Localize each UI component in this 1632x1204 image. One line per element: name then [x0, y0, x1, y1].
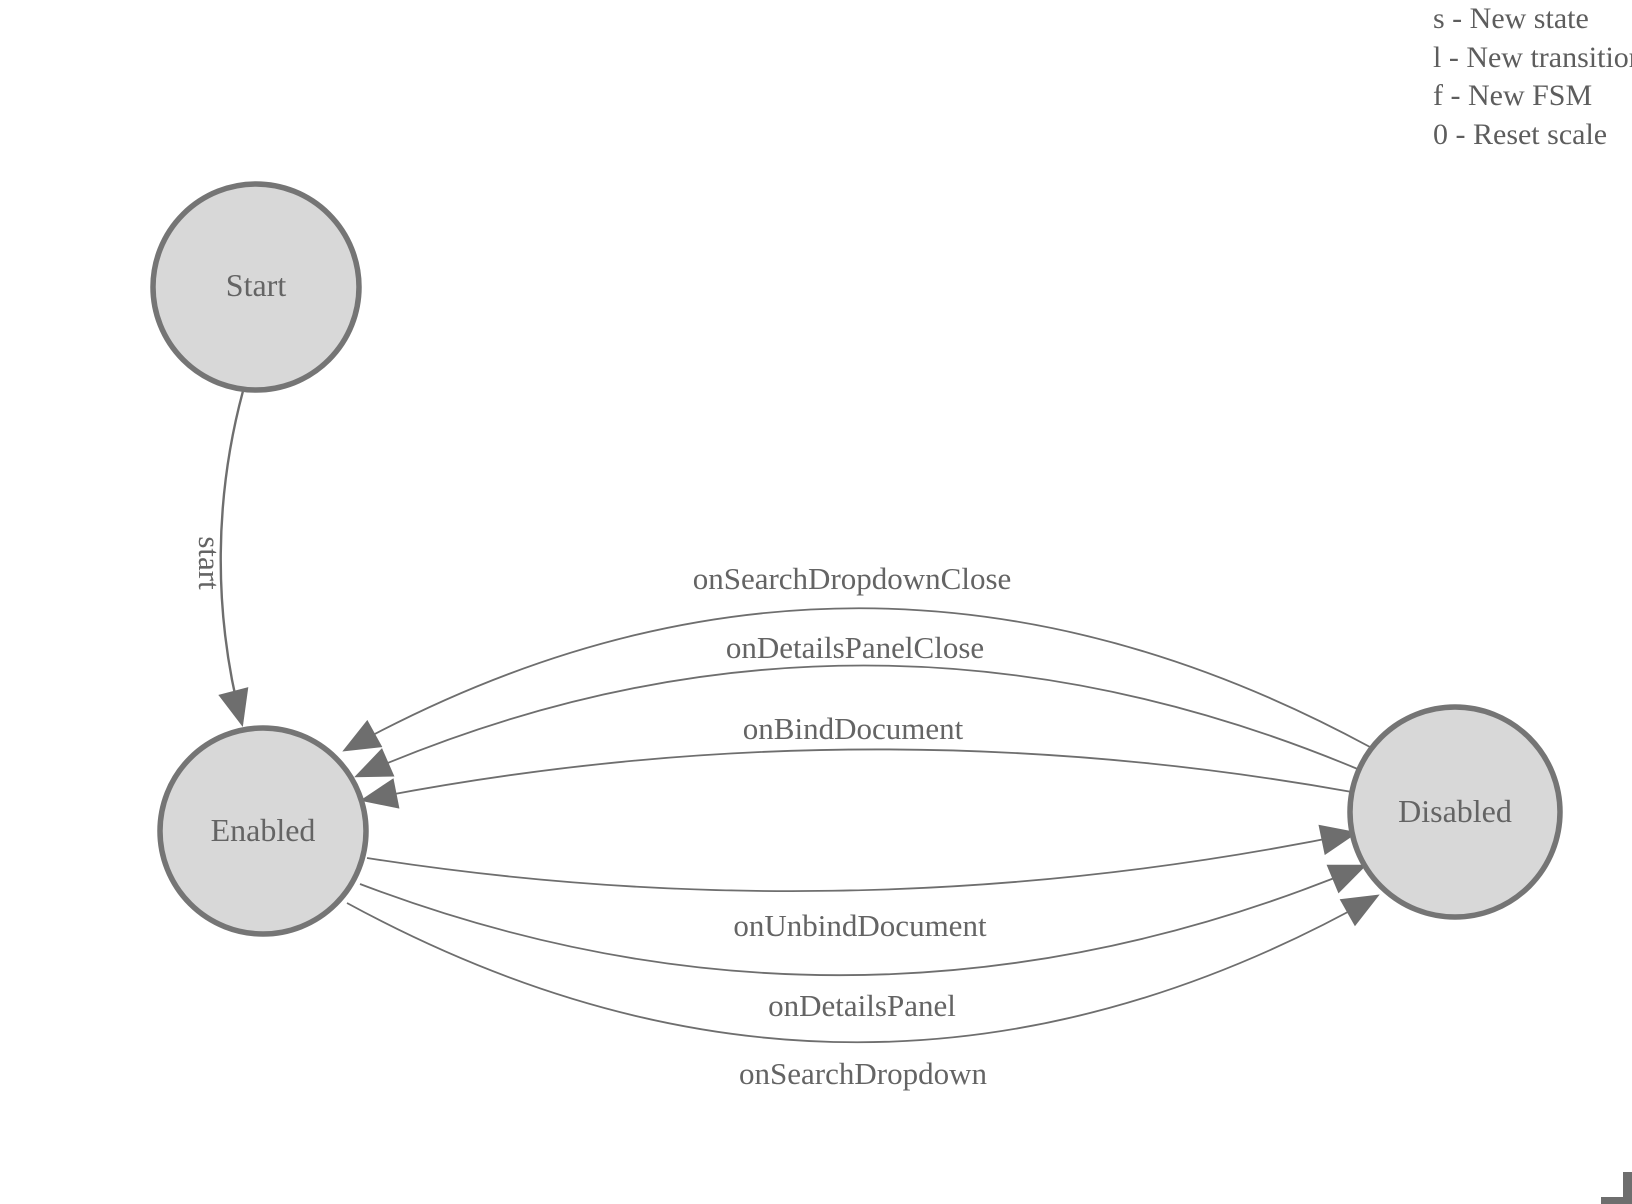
transition-path-onUnbindDocument[interactable] [366, 824, 1359, 893]
state-disabled[interactable]: Disabled [1347, 704, 1563, 920]
transition-start: start [192, 390, 249, 727]
transition-path-start[interactable] [218, 390, 249, 727]
state-circle-enabled[interactable] [157, 725, 369, 937]
transition-onDetailsPanel: onDetailsPanel [359, 864, 1367, 1023]
transition-label-onBindDocument[interactable]: onBindDocument [743, 711, 964, 746]
help-legend: s - New state l - New transition f - New… [1433, 0, 1632, 154]
frame-corner-horizontal-bar [1601, 1197, 1632, 1204]
transition-onUnbindDocument: onUnbindDocument [366, 824, 1359, 943]
state-enabled[interactable]: Enabled [157, 725, 369, 937]
help-line-new-fsm: f - New FSM [1433, 79, 1593, 112]
transition-label-onSearchDropdown[interactable]: onSearchDropdown [739, 1056, 987, 1091]
transition-path-onBindDocument[interactable] [359, 748, 1353, 809]
transition-path-onDetailsPanelClose[interactable] [354, 664, 1361, 778]
transition-path-onSearchDropdown[interactable] [346, 894, 1380, 1044]
transition-onBindDocument: onBindDocument [359, 711, 1353, 809]
transition-label-onDetailsPanel[interactable]: onDetailsPanel [768, 988, 956, 1023]
transition-onSearchDropdown: onSearchDropdown [346, 894, 1380, 1091]
transition-label-onSearchDropdownClose[interactable]: onSearchDropdownClose [693, 561, 1012, 596]
transition-onDetailsPanelClose: onDetailsPanelClose [354, 630, 1361, 778]
transition-path-onSearchDropdownClose[interactable] [342, 607, 1371, 752]
transition-label-onUnbindDocument[interactable]: onUnbindDocument [733, 908, 987, 943]
state-label-start: Start [226, 267, 287, 303]
state-circle-start[interactable] [150, 181, 362, 393]
transition-label-start[interactable]: start [192, 536, 227, 590]
state-label-enabled: Enabled [211, 812, 316, 848]
help-line-new-state: s - New state [1433, 2, 1589, 35]
state-circle-disabled[interactable] [1347, 704, 1563, 920]
help-line-reset-scale: 0 - Reset scale [1433, 117, 1608, 151]
transition-path-onDetailsPanel[interactable] [359, 864, 1367, 977]
transition-label-onDetailsPanelClose[interactable]: onDetailsPanelClose [726, 630, 984, 665]
state-start[interactable]: Start [150, 181, 362, 393]
help-line-new-transition: l - New transition [1433, 40, 1632, 74]
state-label-disabled: Disabled [1398, 793, 1512, 829]
frame-corner-vertical-bar [1623, 1172, 1632, 1204]
transition-onSearchDropdownClose: onSearchDropdownClose [342, 561, 1371, 752]
